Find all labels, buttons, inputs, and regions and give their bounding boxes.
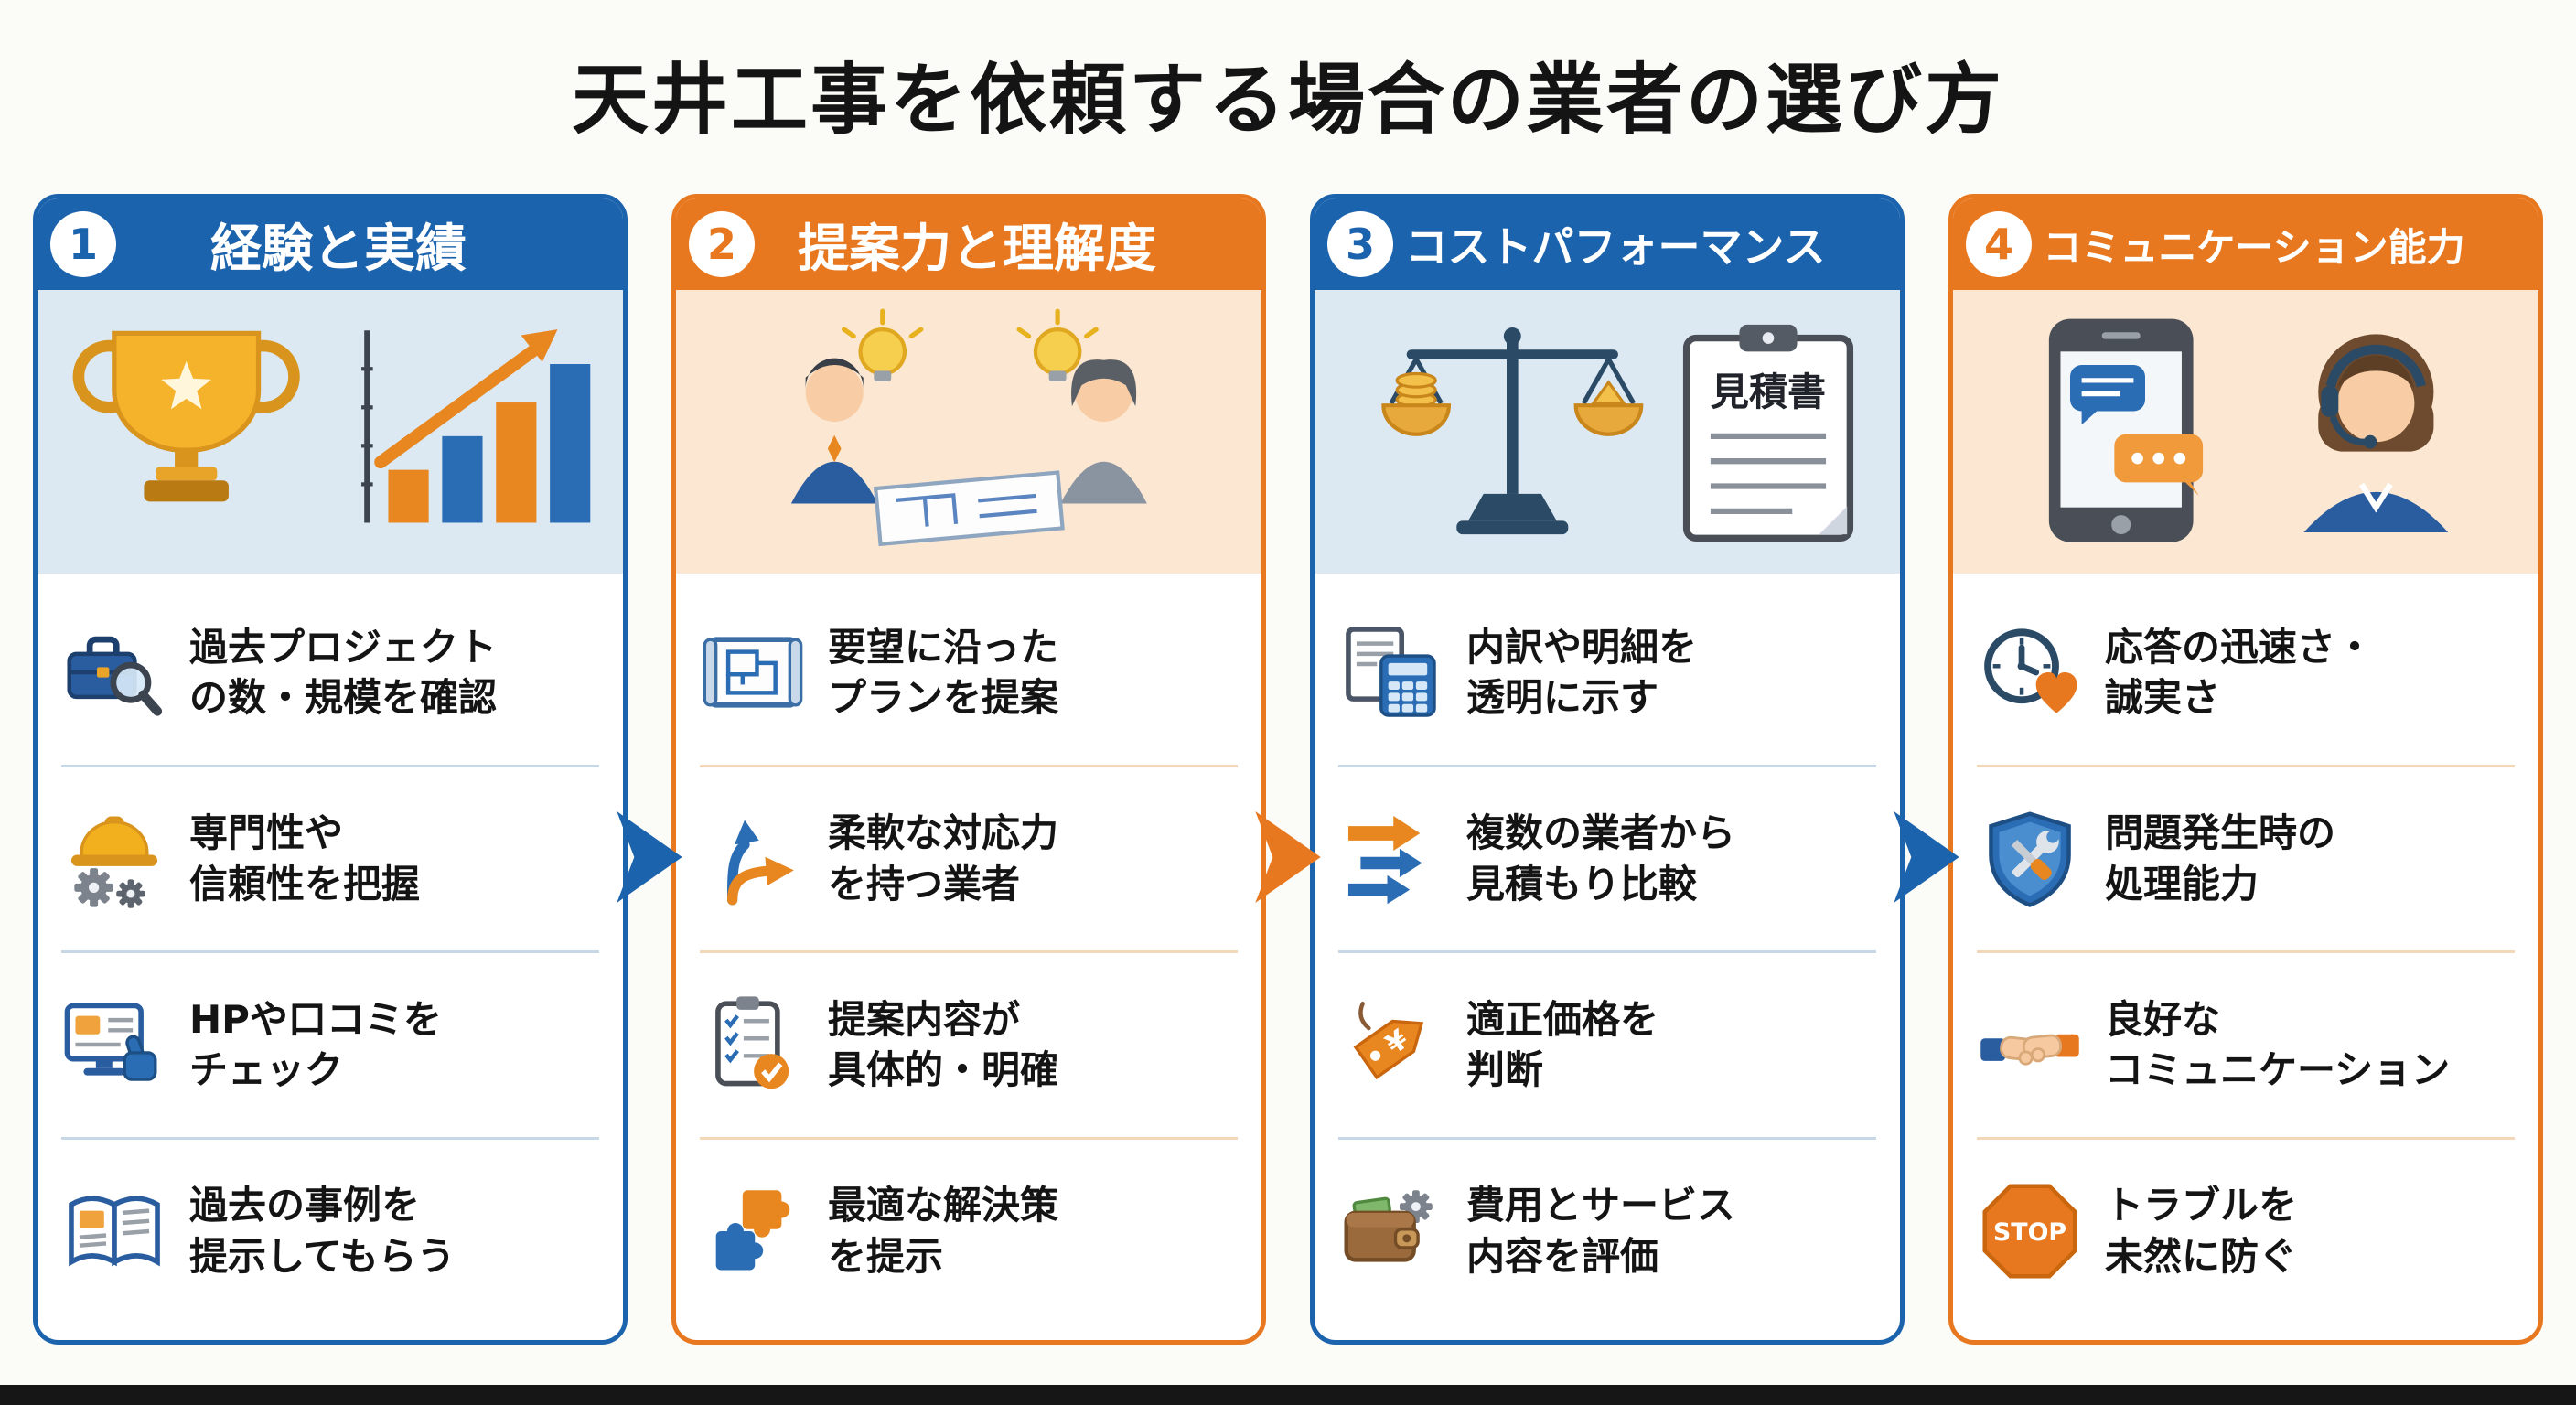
flow-arrow-icon xyxy=(617,811,682,903)
shield-tools-icon xyxy=(1979,808,2081,910)
item-row: 過去の事例を 提示してもらう xyxy=(61,1140,599,1326)
smartphone-chat-icon xyxy=(2048,318,2203,542)
item-text: 費用とサービス 内容を評価 xyxy=(1466,1183,1736,1279)
column-title: コストパフォーマンス xyxy=(1405,222,1826,272)
price-tag-icon: ¥ xyxy=(1340,993,1443,1096)
checklist: 内訳や明細を 透明に示す 複数の業者から 見積もり比較 xyxy=(1315,574,1900,1340)
item-row: 過去プロジェクト の数・規模を確認 xyxy=(61,581,599,767)
checklist: 要望に沿った プランを提案 柔軟な対応力 を持つ業者 xyxy=(676,574,1261,1340)
item-text: 柔軟な対応力 を持つ業者 xyxy=(828,810,1059,906)
item-row: 応答の迅速さ・ 誠実さ xyxy=(1977,581,2515,767)
blueprint-sheet xyxy=(873,470,1065,547)
number-badge: 2 xyxy=(689,211,755,277)
phone-operator-illustration xyxy=(1953,290,2538,574)
item-row: 複数の業者から 見積もり比較 xyxy=(1338,767,1876,953)
column-title: コミュニケーション能力 xyxy=(2043,224,2465,270)
number-badge: 3 xyxy=(1327,211,1393,277)
discussion-art xyxy=(790,308,1147,547)
item-text: 過去の事例を 提示してもらう xyxy=(189,1183,456,1279)
item-text: 応答の迅速さ・ 誠実さ xyxy=(2105,624,2375,721)
item-row: 柔軟な対応力 を持つ業者 xyxy=(700,767,1238,953)
handshake-icon xyxy=(1979,993,2081,1096)
item-text: HPや口コミを チェック xyxy=(189,996,442,1093)
estimate-label: 見積書 xyxy=(1711,370,1826,415)
checklist-icon xyxy=(702,993,804,1096)
item-row: STOP トラブルを 未然に防ぐ xyxy=(1977,1140,2515,1326)
stop-sign-icon: STOP xyxy=(1979,1180,2081,1282)
balance-scale-icon xyxy=(1380,327,1643,535)
column-communication: 4 コミュニケーション能力 xyxy=(1948,194,2543,1345)
blueprint-icon xyxy=(702,621,804,724)
item-text: 専門性や 信頼性を把握 xyxy=(189,810,421,906)
lightbulb-icon xyxy=(841,308,924,382)
item-row: 内訳や明細を 透明に示す xyxy=(1338,581,1876,767)
item-text: トラブルを 未然に防ぐ xyxy=(2105,1183,2298,1279)
column-3-header: 3 コストパフォーマンス xyxy=(1315,198,1900,290)
compare-arrows-icon xyxy=(1340,808,1443,910)
person-right xyxy=(1059,359,1147,504)
item-row: ¥ 適正価格を 判断 xyxy=(1338,953,1876,1140)
estimate-clipboard-icon: 見積書 xyxy=(1682,325,1853,542)
lightbulb-icon xyxy=(1016,308,1099,382)
item-text: 過去プロジェクト の数・規模を確認 xyxy=(189,624,498,721)
trophy-icon xyxy=(72,331,300,502)
item-row: 良好な コミュニケーション xyxy=(1977,953,2515,1140)
operator-with-headset xyxy=(2303,334,2448,533)
page-title: 天井工事を依頼する場合の業者の選び方 xyxy=(571,55,2004,145)
item-text: 内訳や明細を 透明に示す xyxy=(1466,624,1698,721)
item-text: 問題発生時の 処理能力 xyxy=(2105,810,2336,906)
puzzle-icon xyxy=(702,1180,804,1282)
growth-chart-icon xyxy=(360,329,590,523)
open-book-icon xyxy=(63,1180,166,1282)
phone-operator-art xyxy=(2048,318,2448,542)
person-left xyxy=(790,359,878,504)
item-row: 問題発生時の 処理能力 xyxy=(1977,767,2515,953)
column-title: 提案力と理解度 xyxy=(798,219,1156,279)
flow-arrow-icon xyxy=(1894,811,1959,903)
balance-estimate-illustration: 見積書 xyxy=(1315,290,1900,574)
column-cost-performance: 3 コストパフォーマンス xyxy=(1310,194,1905,1345)
number-badge: 4 xyxy=(1966,211,2032,277)
column-2-header: 2 提案力と理解度 xyxy=(676,198,1261,290)
item-text: 提案内容が 具体的・明確 xyxy=(828,996,1059,1093)
item-row: HPや口コミを チェック xyxy=(61,953,599,1140)
column-experience: 1 経験と実績 xyxy=(33,194,628,1345)
column-title: 経験と実績 xyxy=(210,219,467,279)
checklist: 過去プロジェクト の数・規模を確認 xyxy=(38,574,623,1340)
trophy-growth-chart-illustration xyxy=(38,290,623,574)
trophy-chart-art xyxy=(72,329,590,523)
bottom-bar xyxy=(0,1385,2576,1405)
flexible-arrow-icon xyxy=(702,808,804,910)
item-text: 適正価格を 判断 xyxy=(1466,996,1659,1093)
column-4-header: 4 コミュニケーション能力 xyxy=(1953,198,2538,290)
people-discussing-illustration xyxy=(676,290,1261,574)
clock-heart-icon xyxy=(1979,621,2081,724)
briefcase-magnifier-icon xyxy=(63,621,166,724)
stop-label: STOP xyxy=(1993,1218,2066,1247)
item-row: 費用とサービス 内容を評価 xyxy=(1338,1140,1876,1326)
item-text: 良好な コミュニケーション xyxy=(2105,996,2451,1093)
number-badge: 1 xyxy=(50,211,116,277)
item-row: 最適な解決策 を提示 xyxy=(700,1140,1238,1326)
item-text: 複数の業者から 見積もり比較 xyxy=(1466,810,1736,906)
scale-estimate-art: 見積書 xyxy=(1380,325,1853,542)
hardhat-gears-icon xyxy=(63,808,166,910)
flow-arrow-icon xyxy=(1255,811,1321,903)
checklist: 応答の迅速さ・ 誠実さ xyxy=(1953,574,2538,1340)
item-row: 提案内容が 具体的・明確 xyxy=(700,953,1238,1140)
columns-row: 1 経験と実績 xyxy=(33,194,2543,1345)
item-row: 専門性や 信頼性を把握 xyxy=(61,767,599,953)
item-text: 最適な解決策 を提示 xyxy=(828,1183,1059,1279)
monitor-thumbsup-icon xyxy=(63,993,166,1096)
item-text: 要望に沿った プランを提案 xyxy=(828,624,1059,721)
item-row: 要望に沿った プランを提案 xyxy=(700,581,1238,767)
column-1-header: 1 経験と実績 xyxy=(38,198,623,290)
invoice-calculator-icon xyxy=(1340,621,1443,724)
column-proposal: 2 提案力と理解度 xyxy=(671,194,1266,1345)
wallet-gear-icon xyxy=(1340,1180,1443,1282)
